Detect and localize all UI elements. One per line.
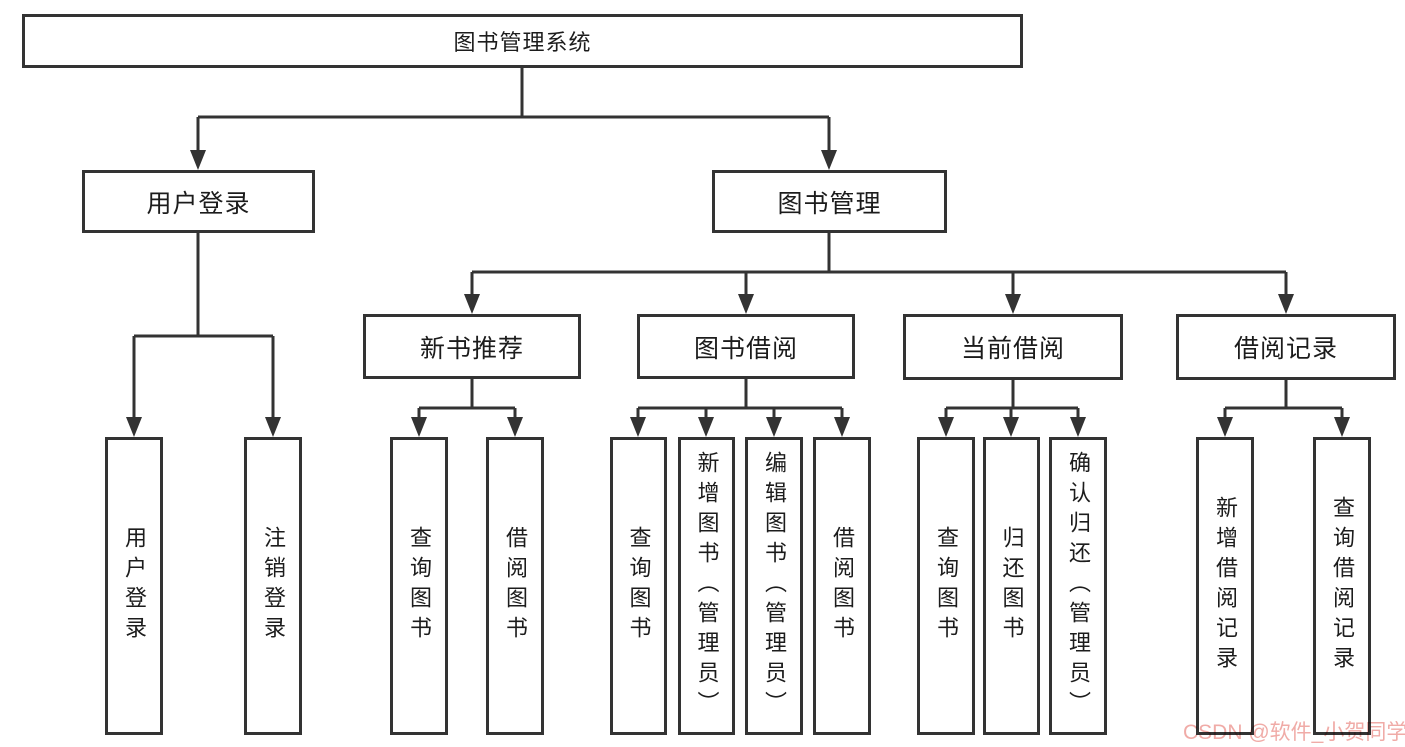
leaf-edit-books-admin: 编辑图书（管理员） xyxy=(745,437,803,735)
leaf-label: 用户登录 xyxy=(122,526,147,646)
leaf-label: 查询图书 xyxy=(934,526,959,646)
node-label: 新书推荐 xyxy=(419,334,524,363)
leaf-label: 查询图书 xyxy=(407,526,432,646)
leaf-query-books-borrowing: 查询图书 xyxy=(610,437,667,735)
leaf-label: 查询图书 xyxy=(626,526,652,646)
leaf-label: 确认归还（管理员） xyxy=(1066,451,1091,721)
leaf-label: 注销登录 xyxy=(261,526,286,646)
leaf-label: 归还图书 xyxy=(999,526,1025,646)
node-label: 图书管理 xyxy=(777,189,882,218)
node-label: 图书管理系统 xyxy=(453,30,592,55)
leaf-logout: 注销登录 xyxy=(244,437,302,735)
leaf-add-books-admin: 新增图书（管理员） xyxy=(678,437,735,735)
leaf-borrow-books: 借阅图书 xyxy=(813,437,871,735)
node-label: 借阅记录 xyxy=(1233,335,1338,363)
arrowheads xyxy=(126,150,1350,437)
leaf-query-books-recommend: 查询图书 xyxy=(390,437,448,735)
leaf-label: 查询借阅记录 xyxy=(1330,496,1355,676)
leaf-borrow-books-recommend: 借阅图书 xyxy=(486,437,544,735)
node-library-management-system: 图书管理系统 xyxy=(22,14,1023,68)
leaf-label: 新增图书（管理员） xyxy=(694,451,720,721)
leaf-label: 编辑图书（管理员） xyxy=(762,451,787,721)
node-book-borrowing: 图书借阅 xyxy=(637,314,855,379)
leaf-label: 新增借阅记录 xyxy=(1213,496,1238,676)
node-label: 用户登录 xyxy=(146,189,251,218)
node-new-book-recommendation: 新书推荐 xyxy=(363,314,581,379)
leaf-query-books-current: 查询图书 xyxy=(917,437,975,735)
leaf-label: 借阅图书 xyxy=(830,526,855,646)
leaf-user-login: 用户登录 xyxy=(105,437,163,735)
leaf-query-borrow-record: 查询借阅记录 xyxy=(1313,437,1371,735)
node-label: 当前借阅 xyxy=(960,335,1065,363)
node-borrowing-records: 借阅记录 xyxy=(1176,314,1396,380)
leaf-confirm-return-admin: 确认归还（管理员） xyxy=(1049,437,1107,735)
node-user-login: 用户登录 xyxy=(82,170,315,233)
leaf-add-borrow-record: 新增借阅记录 xyxy=(1196,437,1254,735)
leaf-label: 借阅图书 xyxy=(503,526,528,646)
leaf-return-books: 归还图书 xyxy=(983,437,1040,735)
node-label: 图书借阅 xyxy=(693,334,798,363)
node-book-management: 图书管理 xyxy=(712,170,947,233)
node-current-borrowing: 当前借阅 xyxy=(903,314,1123,380)
csdn-watermark: CSDN @软件_小贺同学 xyxy=(1183,721,1405,744)
